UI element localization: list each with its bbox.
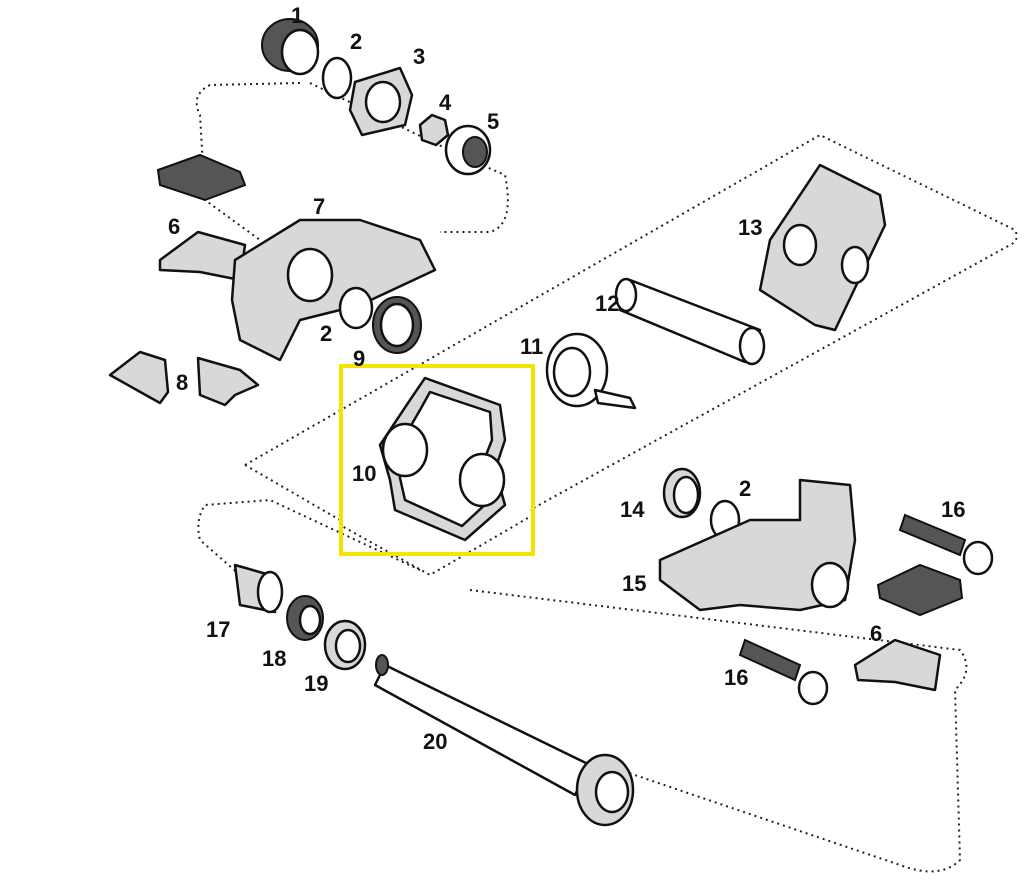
label-part-2: 2	[350, 29, 362, 54]
label-part-18: 18	[262, 646, 286, 671]
part-10-frame[interactable]	[378, 376, 507, 542]
part-18-bearing	[286, 595, 324, 641]
part-13-hole-a	[782, 223, 818, 267]
part-2-o-ring	[321, 56, 353, 100]
part-15-pedal-body	[658, 478, 857, 612]
part-6-grip-pad	[156, 153, 247, 202]
part-8-cleat-part-b	[196, 356, 260, 407]
part-20-spindle	[373, 654, 635, 827]
part-15-bore	[810, 561, 850, 609]
part-7-bore	[286, 247, 334, 303]
part-6-grip-pad-b	[876, 563, 964, 617]
part-2-o-ring-b	[338, 286, 374, 330]
part-14-bushing	[662, 467, 702, 519]
label-part-3: 3	[413, 44, 425, 69]
part-19-seal	[323, 619, 367, 671]
assembly-guide-middle	[244, 133, 1018, 577]
label-part-16: 16	[941, 497, 965, 522]
part-13-frame	[758, 163, 887, 332]
label-part-10[interactable]: 10	[352, 461, 376, 486]
part-16-bolt-a	[898, 513, 994, 576]
part-8-cleat-part	[108, 350, 170, 405]
label-part-5: 5	[487, 109, 499, 134]
part-6-cleat-clip-b	[853, 638, 942, 692]
label-part-1: 1	[291, 3, 303, 28]
label-part-20: 20	[423, 729, 447, 754]
part-12-tube	[614, 277, 766, 366]
part-6-cleat-clip	[158, 230, 247, 282]
label-part-6: 6	[168, 214, 180, 239]
label-part-4: 4	[439, 90, 452, 115]
label-part-7: 7	[313, 194, 325, 219]
part-3-hole	[364, 80, 402, 124]
label-part-8: 8	[176, 370, 188, 395]
assembly-guide-lower	[197, 498, 968, 873]
label-part-15: 15	[622, 571, 646, 596]
label-part-14: 14	[620, 497, 645, 522]
label-part-2b: 2	[320, 321, 332, 346]
assembly-guide-upper	[195, 82, 301, 241]
part-13-hole-b	[840, 245, 870, 285]
label-part-9: 9	[353, 346, 365, 371]
part-4-nut	[418, 113, 450, 147]
label-part-13: 13	[738, 215, 762, 240]
part-17-bushing	[233, 563, 284, 614]
label-part-19: 19	[304, 671, 328, 696]
label-part-12: 12	[595, 291, 619, 316]
label-part-16b: 16	[724, 665, 748, 690]
highlight-box	[339, 364, 535, 556]
label-part-17: 17	[206, 617, 230, 642]
label-part-11: 11	[520, 334, 543, 359]
part-11-spring	[545, 332, 637, 410]
label-part-6b: 6	[870, 621, 882, 646]
part-5-bearing	[444, 124, 492, 176]
part-16-bolt-b	[738, 638, 829, 706]
part-9-seal	[372, 296, 422, 354]
part-1-threaded-cap	[261, 18, 320, 76]
label-part-2c: 2	[739, 476, 751, 501]
